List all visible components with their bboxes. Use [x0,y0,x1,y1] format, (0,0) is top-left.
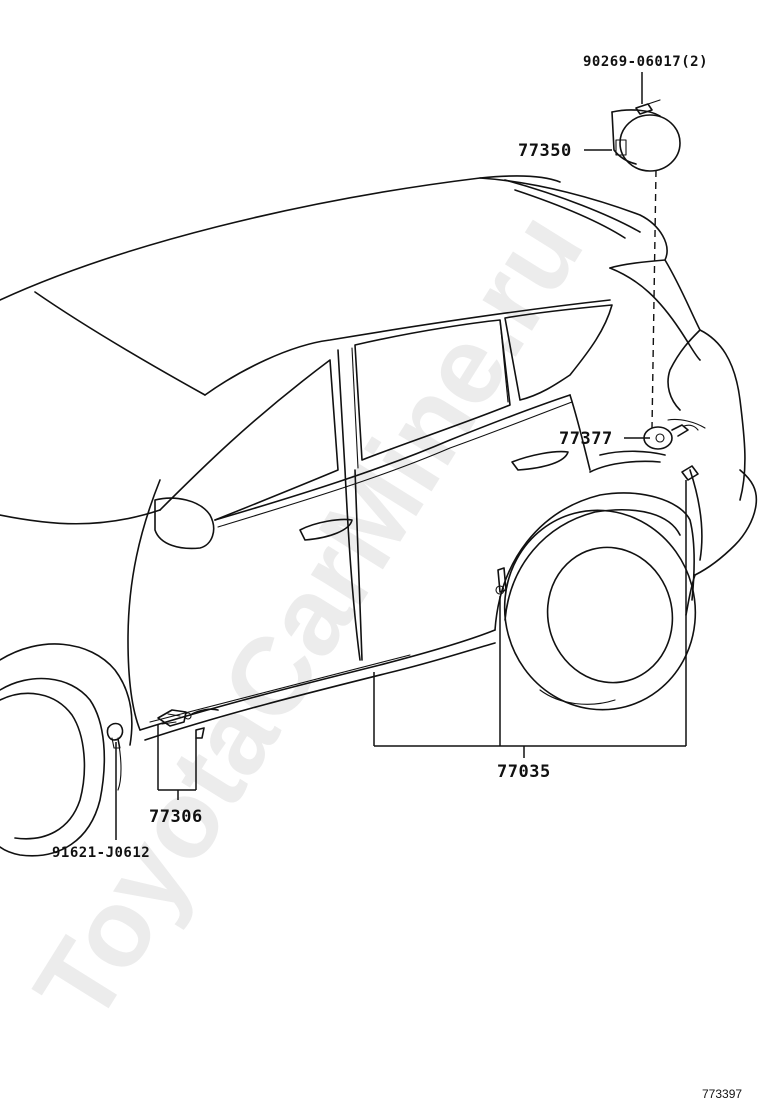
figure-id: 773397 [702,1087,742,1101]
fuel-lid-part [611,99,681,429]
leader-lines [115,72,687,840]
callout-77306: 77306 [149,807,203,827]
callout-77035: 77035 [497,762,551,782]
watermark: ToyotaCarMine.ru [11,191,607,1042]
clip-91621 [106,722,124,749]
fuel-opener-assembly [643,424,699,450]
callout-77350: 77350 [518,141,572,161]
callout-91621: 91621-J0612 [52,845,150,861]
callout-77377: 77377 [559,429,613,449]
callout-90269: 90269-06017(2) [583,54,708,70]
vehicle-outline [0,175,758,857]
cable-clips [495,465,699,595]
lever-assembly-77306 [157,708,219,739]
